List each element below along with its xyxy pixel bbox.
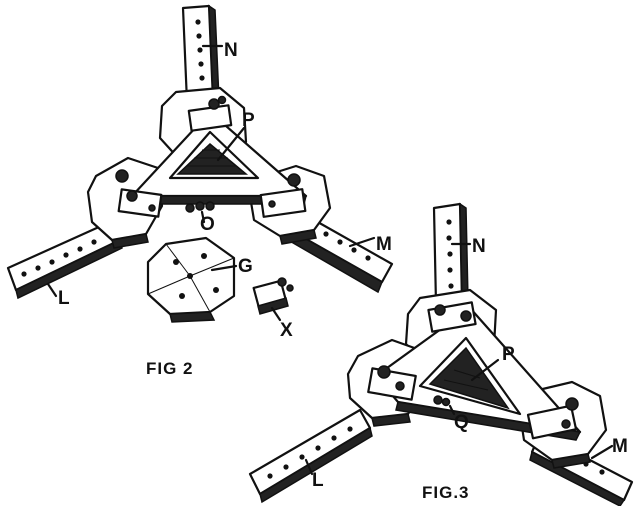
fig2-bracket-right	[259, 173, 307, 218]
fig2-bracket-top	[187, 95, 233, 132]
fig3-label-n: N	[472, 236, 486, 257]
fig3-caption: FIG.3	[422, 483, 470, 502]
fig2-label-p: P	[242, 110, 255, 131]
fig2-bracket-left	[115, 169, 163, 218]
fig3-strip-l	[248, 408, 373, 504]
fig3-assembly: N P Q M L FIG.3	[248, 202, 634, 506]
fig2-label-g: G	[238, 256, 253, 277]
fig3-strip-n	[432, 202, 472, 306]
fig2-label-o: O	[200, 214, 215, 235]
fig3-label-m: M	[612, 436, 628, 457]
fig2-caption: FIG 2	[146, 359, 194, 378]
fig3-label-q: Q	[454, 412, 469, 433]
fig3-bracket-right	[526, 397, 579, 440]
fig2-part-o	[185, 201, 215, 224]
fig2-label-l: L	[58, 288, 70, 309]
fig3-part-q	[433, 395, 456, 416]
fig3-label-p: P	[502, 344, 515, 365]
fig3-bracket-left	[367, 365, 417, 401]
fig2-strip-l	[6, 220, 123, 300]
fig2-assembly: N P O M G L X FIG 2	[6, 4, 394, 378]
fig3-label-l: L	[312, 470, 324, 491]
fig2-label-n: N	[224, 40, 238, 61]
fig3-bracket-top	[427, 301, 477, 333]
fig2-label-x: X	[280, 320, 293, 341]
fig2-plate-g	[146, 236, 238, 323]
fig2-label-m: M	[376, 234, 392, 255]
fig2-part-x	[252, 277, 294, 322]
